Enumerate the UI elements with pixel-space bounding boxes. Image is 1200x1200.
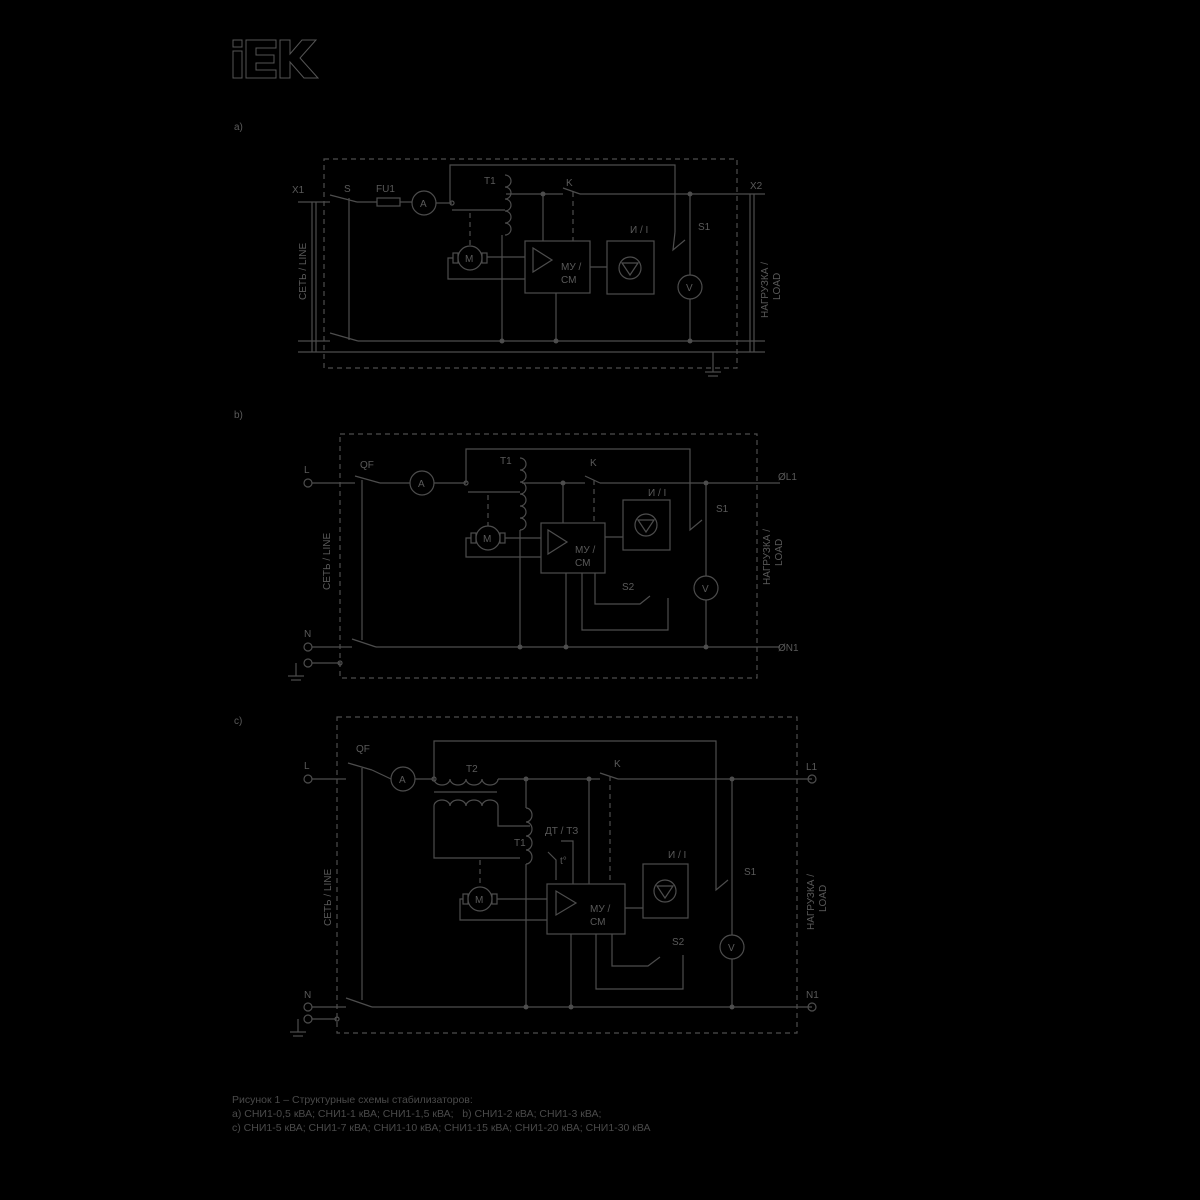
amplifier-icon: [532, 246, 554, 274]
indicator-led-icon: [618, 256, 642, 280]
relay-k-icon: [562, 187, 581, 195]
transformer-t1-icon: [504, 174, 512, 236]
transformer-t2-icon: [433, 778, 499, 786]
svg-text:QF: QF: [360, 460, 374, 471]
svg-text:НАГРУЗКА /: НАГРУЗКА /: [760, 262, 771, 318]
svg-text:L: L: [304, 761, 310, 772]
svg-text:a): a): [234, 122, 243, 133]
svg-text:V: V: [686, 283, 693, 294]
svg-text:СМ: СМ: [575, 558, 590, 569]
caption-line-ab: a) СНИ1-0,5 кВА; СНИ1-1 кВА; СНИ1-1,5 кВ…: [232, 1108, 602, 1120]
svg-text:LOAD: LOAD: [818, 885, 829, 912]
svg-text:МУ /: МУ /: [590, 904, 610, 915]
indicator-box: [622, 499, 671, 551]
svg-text:S1: S1: [744, 867, 757, 878]
svg-text:LOAD: LOAD: [772, 273, 783, 300]
svg-text:МУ /: МУ /: [575, 545, 595, 556]
svg-text:M: M: [475, 895, 483, 906]
transformer-t1-icon: [525, 807, 533, 865]
svg-text:A: A: [418, 479, 425, 490]
svg-text:b): b): [234, 410, 243, 421]
svg-text:M: M: [465, 254, 473, 265]
svg-text:N1: N1: [806, 990, 819, 1001]
svg-text:X1: X1: [292, 185, 305, 196]
svg-text:L: L: [304, 465, 310, 476]
svg-text:МУ /: МУ /: [561, 262, 581, 273]
ground-icon: [290, 1019, 306, 1037]
svg-text:НАГРУЗКА /: НАГРУЗКА /: [806, 874, 817, 930]
control-unit-box: [540, 522, 606, 574]
svg-text:QF: QF: [356, 744, 370, 755]
svg-text:T2: T2: [466, 764, 478, 775]
svg-text:СЕТЬ / LINE: СЕТЬ / LINE: [298, 243, 309, 300]
svg-text:СЕТЬ / LINE: СЕТЬ / LINE: [322, 533, 333, 590]
diagram-a: a) X1 S FU1 A T1 K X2 M: [234, 122, 783, 377]
svg-text:СМ: СМ: [561, 275, 576, 286]
svg-text:ДТ / ТЗ: ДТ / ТЗ: [545, 826, 578, 837]
amplifier-icon: [547, 528, 569, 556]
svg-text:c): c): [234, 716, 242, 727]
indicator-box: [642, 863, 689, 919]
svg-text:И / I: И / I: [668, 850, 686, 861]
caption-title: Рисунок 1 – Структурные схемы стабилизат…: [232, 1094, 473, 1106]
svg-text:X2: X2: [750, 181, 763, 192]
svg-text:A: A: [399, 775, 406, 786]
svg-text:S1: S1: [716, 504, 729, 515]
control-unit-box: [546, 883, 626, 935]
svg-text:N: N: [304, 629, 311, 640]
svg-text:T1: T1: [514, 838, 526, 849]
indicator-led-icon: [634, 513, 658, 537]
svg-text:S2: S2: [672, 937, 685, 948]
svg-text:K: K: [614, 759, 621, 770]
transformer-t1-icon: [519, 457, 527, 531]
svg-text:T1: T1: [484, 176, 496, 187]
figure-caption: Рисунок 1 – Структурные схемы стабилизат…: [232, 1093, 651, 1135]
svg-text:L1: L1: [806, 762, 818, 773]
diagram-c: c) L QF A T2 T1 ДТ / ТЗ t° K L1: [234, 716, 829, 1037]
svg-text:t°: t°: [560, 856, 567, 867]
svg-text:И / I: И / I: [648, 488, 666, 499]
svg-text:N: N: [304, 990, 311, 1001]
svg-text:M: M: [483, 534, 491, 545]
diagram-b: b) L QF A T1 K ØL1 M МУ / СМ: [234, 410, 799, 681]
svg-text:S2: S2: [622, 582, 635, 593]
svg-text:НАГРУЗКА /: НАГРУЗКА /: [762, 529, 773, 585]
svg-text:LOAD: LOAD: [774, 539, 785, 566]
svg-text:S1: S1: [698, 222, 711, 233]
svg-text:T1: T1: [500, 456, 512, 467]
svg-text:V: V: [702, 584, 709, 595]
svg-text:S: S: [344, 184, 351, 195]
svg-text:И / I: И / I: [630, 225, 648, 236]
indicator-box: [606, 240, 655, 295]
svg-text:ØN1: ØN1: [778, 643, 799, 654]
svg-text:K: K: [590, 458, 597, 469]
iek-logo: [232, 39, 320, 79]
fuse-icon: [376, 197, 401, 207]
caption-line-c: c) СНИ1-5 кВА; СНИ1-7 кВА; СНИ1-10 кВА; …: [232, 1122, 651, 1134]
svg-text:FU1: FU1: [376, 184, 395, 195]
ground-icon: [288, 663, 304, 681]
indicator-led-icon: [653, 879, 677, 903]
amplifier-icon: [555, 889, 578, 917]
svg-text:V: V: [728, 943, 735, 954]
svg-text:K: K: [566, 178, 573, 189]
svg-text:СМ: СМ: [590, 917, 605, 928]
svg-text:A: A: [420, 199, 427, 210]
ground-icon: [705, 352, 721, 377]
svg-text:СЕТЬ / LINE: СЕТЬ / LINE: [323, 869, 334, 926]
svg-text:ØL1: ØL1: [778, 472, 797, 483]
